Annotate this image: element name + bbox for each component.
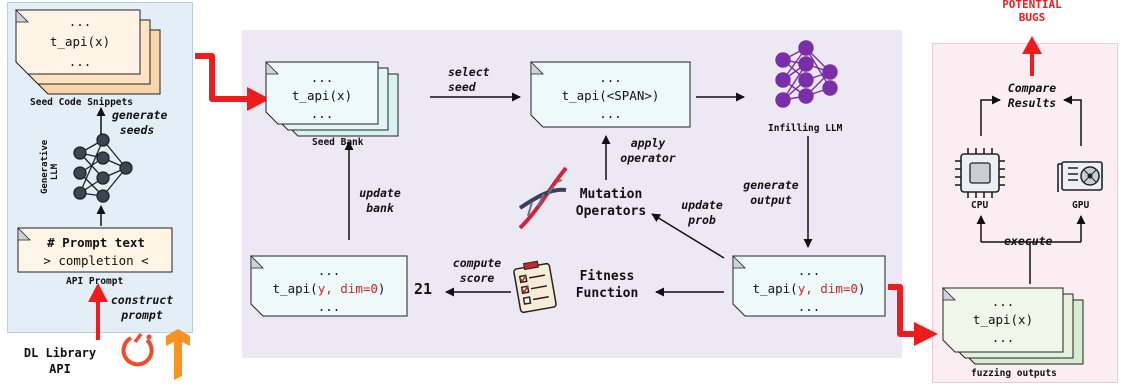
seed-bank-line2: t_api(x) — [291, 88, 353, 103]
generate-seeds-label: generate seeds — [112, 108, 168, 137]
dna-icon — [518, 166, 568, 230]
update-bank-label: update bank — [359, 186, 401, 215]
potential-bugs-label: POTENTIAL BUGS — [1002, 0, 1062, 24]
scored-box-suffix: ) — [377, 281, 386, 296]
generative-llm-icon — [73, 133, 133, 203]
dl-library-label: DL Library API — [23, 346, 97, 376]
fuzzing-outputs-line1: ... — [991, 294, 1015, 309]
seed-bank-line1: ... — [310, 70, 334, 85]
gpu-icon — [1057, 161, 1103, 192]
output-box-arg2: dim=0 — [820, 281, 858, 296]
mutation-operators-label: Mutation Operators — [575, 187, 647, 219]
tensorflow-logo — [166, 329, 190, 380]
red-arrow-to-bugs — [1022, 36, 1042, 76]
api-prompt-box — [17, 227, 173, 273]
fuzzing-outputs-line3: ... — [991, 330, 1015, 345]
cpu-icon — [955, 148, 1005, 198]
update-prob-label: update prob — [681, 198, 723, 227]
generate-output-label: generate output — [743, 178, 799, 207]
red-arrow-construct — [88, 283, 108, 340]
seed-snippets-line2: t_api(x) — [49, 34, 111, 49]
output-box-suffix: ) — [857, 281, 866, 296]
output-box-line3: ... — [797, 299, 821, 314]
cpu-label: CPU — [971, 200, 989, 211]
seed-snippets-stack — [15, 9, 161, 95]
output-box-line1: ... — [797, 263, 821, 278]
api-prompt-line2: > completion < — [43, 253, 149, 268]
scored-box-arg1: y, — [317, 281, 333, 296]
fuzzing-outputs-caption: fuzzing outputs — [971, 368, 1057, 379]
span-box-line1: ... — [599, 70, 622, 85]
span-box — [530, 61, 691, 128]
scored-seed-box — [250, 255, 408, 317]
seed-snippets-line1: ... — [68, 14, 92, 29]
generative-llm-label: Generative LLM — [40, 139, 60, 194]
seed-snippets-line3: ... — [68, 54, 92, 69]
output-box-line2: t_api(y, dim=0) — [733, 281, 885, 296]
api-prompt-caption: API Prompt — [66, 276, 124, 287]
fuzzing-outputs-stack — [942, 287, 1084, 365]
output-box-prefix: t_api( — [752, 281, 798, 296]
gpu-label: GPU — [1072, 200, 1090, 211]
clipboard-icon — [513, 260, 557, 314]
infilling-llm-icon — [775, 40, 838, 108]
mutated-output-box — [732, 255, 886, 317]
pytorch-logo — [121, 332, 154, 367]
construct-prompt-label: construct prompt — [110, 293, 174, 322]
output-box-arg1: y, — [797, 281, 813, 296]
red-arrow-to-fuzzing — [888, 284, 938, 346]
compare-results-label: Compare Results — [1007, 81, 1057, 110]
red-arrow-to-seed-bank — [195, 53, 270, 111]
seed-snippets-caption: Seed Code Snippets — [30, 97, 133, 108]
fitness-function-label: Fitness Function — [575, 269, 639, 301]
fuzzing-outputs-line2: t_api(x) — [972, 312, 1034, 327]
scored-box-prefix: t_api( — [272, 281, 318, 296]
infilling-llm-label: Infilling LLM — [768, 123, 843, 134]
select-seed-label: select seed — [448, 65, 490, 94]
seed-bank-stack — [265, 61, 399, 137]
scored-box-arg2: dim=0 — [340, 281, 378, 296]
apply-operator-label: apply operator — [620, 136, 676, 165]
scored-box-line3: ... — [317, 299, 341, 314]
scored-box-line1: ... — [317, 263, 341, 278]
seed-bank-line3: ... — [310, 106, 334, 121]
execute-label: execute — [1004, 234, 1053, 248]
compute-score-label: compute score — [452, 256, 502, 285]
seed-bank-caption: Seed Bank — [312, 137, 364, 148]
api-prompt-line1: # Prompt text — [47, 235, 145, 250]
scored-box-line2: t_api(y, dim=0) — [251, 281, 407, 296]
span-box-line3: ... — [599, 106, 622, 121]
score-value: 21 — [414, 280, 433, 298]
span-box-line2: t_api(<SPAN>) — [561, 88, 660, 103]
